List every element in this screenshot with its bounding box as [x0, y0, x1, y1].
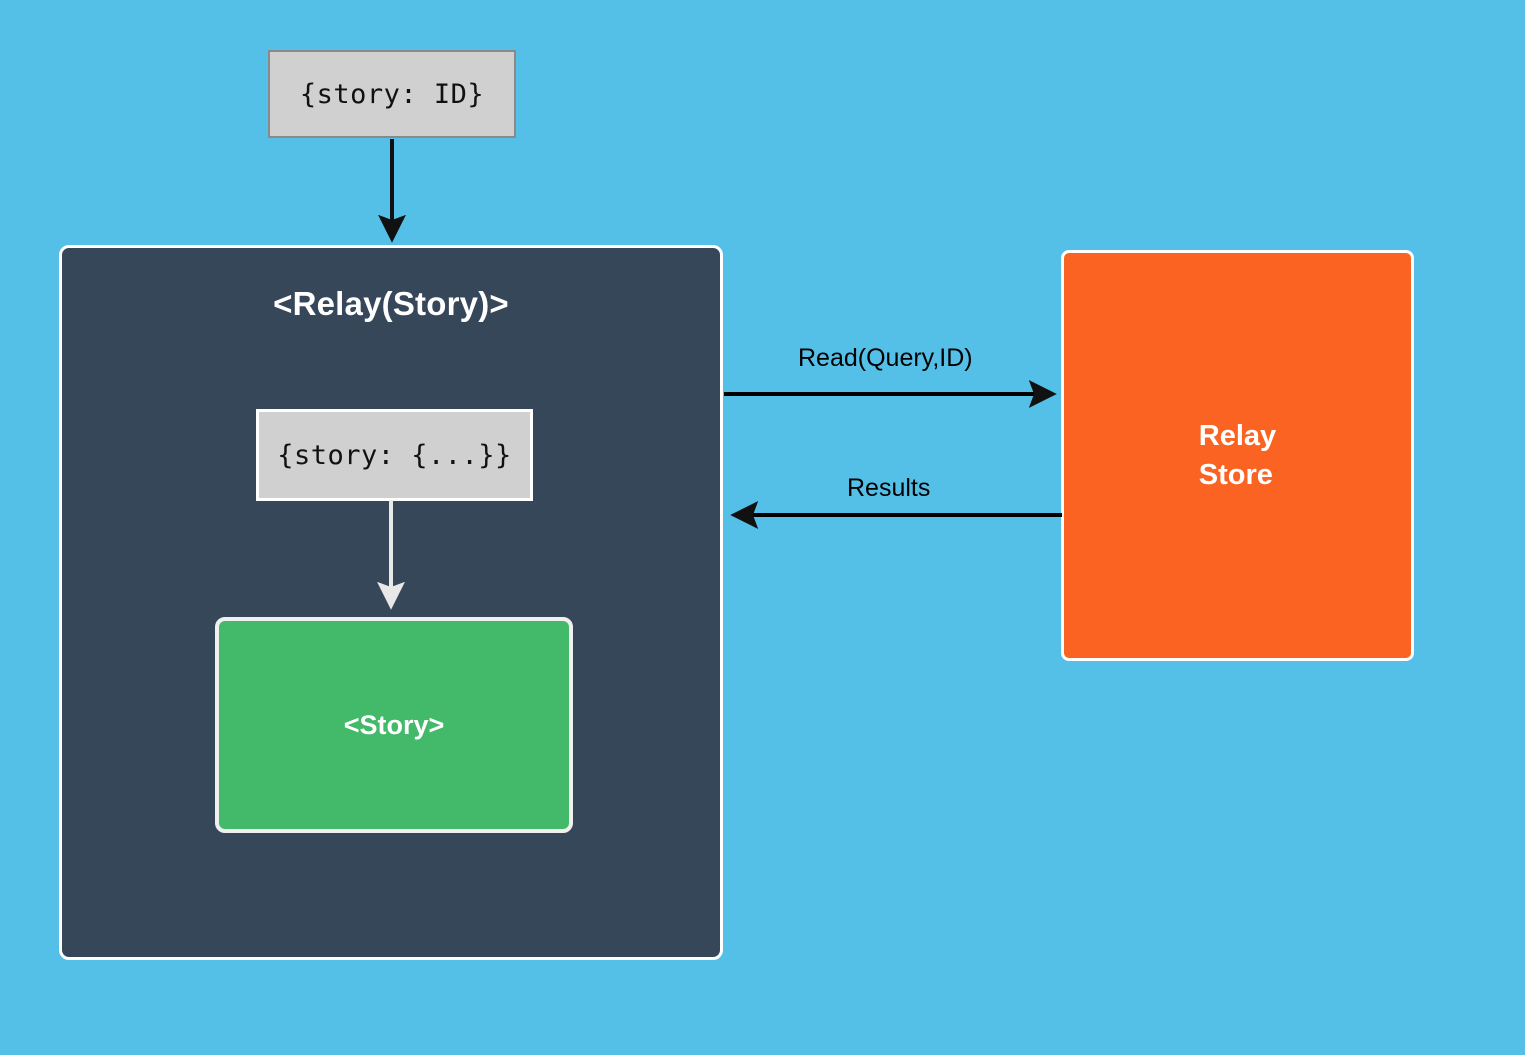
node-story-component: <Story> [215, 617, 573, 833]
relay-store-line1: Relay [1198, 420, 1277, 453]
edge-label-read: Read(Query,ID) [798, 344, 973, 372]
relay-container-title: <Relay(Story)> [273, 285, 509, 322]
input-props-text: {story: ID} [299, 78, 485, 110]
node-resolved-props: {story: {...}} [256, 409, 533, 501]
node-input-props: {story: ID} [268, 50, 516, 138]
edge-label-results: Results [847, 474, 931, 502]
story-component-label: <Story> [343, 709, 445, 740]
resolved-props-text: {story: {...}} [277, 439, 512, 471]
relay-store-line2: Store [1198, 458, 1273, 491]
node-relay-container: <Relay(Story)> {story: {...}} <Story> [59, 245, 723, 960]
